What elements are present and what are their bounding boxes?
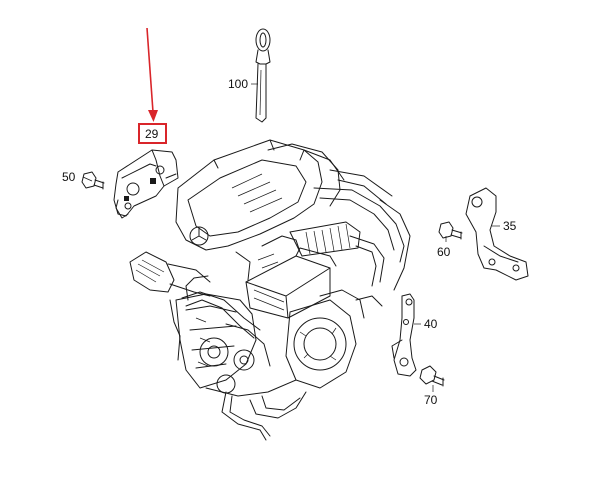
bolt-part-60[interactable] [438, 221, 463, 240]
callout-70-label[interactable]: 70 [424, 393, 438, 407]
engine-assembly-drawing [129, 139, 411, 441]
bracket-part-29[interactable] [113, 149, 179, 219]
bolt-part-70[interactable] [419, 365, 445, 387]
callout-40-label[interactable]: 40 [424, 317, 438, 331]
bracket-part-40[interactable] [391, 293, 417, 377]
callout-35-label[interactable]: 35 [503, 219, 517, 233]
callout-100-label[interactable]: 100 [228, 77, 248, 91]
callout-29-box [138, 123, 167, 144]
bracket-part-35[interactable] [465, 187, 529, 281]
bolt-part-50[interactable] [81, 171, 105, 190]
callout-29-label[interactable]: 29 [145, 127, 159, 141]
callout-60-label[interactable]: 60 [437, 245, 451, 259]
callout-50-label[interactable]: 50 [62, 170, 76, 184]
highlight-arrow [146, 27, 158, 122]
dipstick-part-100[interactable] [255, 28, 271, 123]
